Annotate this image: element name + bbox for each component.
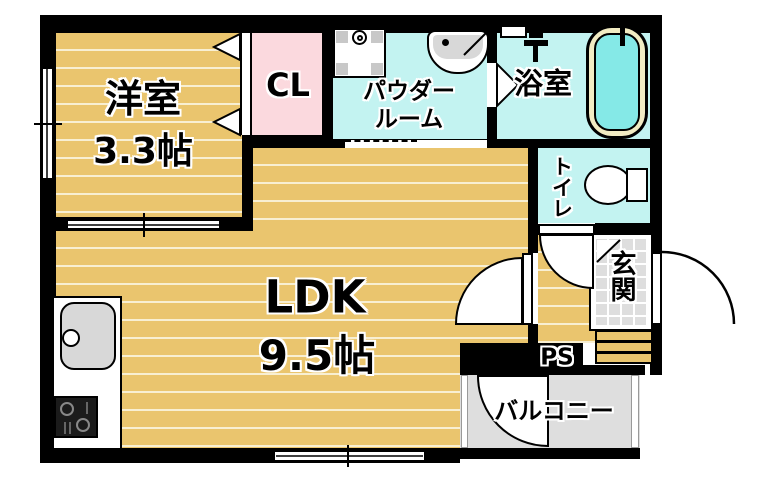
bath-door-gap [487, 63, 497, 107]
label-genkan: 玄関 [606, 250, 636, 302]
label-ps: PS [540, 344, 574, 371]
label-powder-line1: パウダー [363, 78, 455, 105]
opening-powder-dashed [345, 140, 417, 148]
bath-faucet-icon [612, 21, 636, 28]
window-left [41, 67, 54, 180]
wall-genkan-top [595, 223, 662, 235]
closet-door-track [240, 33, 252, 135]
pan-corner [336, 31, 348, 43]
grill-line [64, 422, 66, 434]
toilet-icon [584, 165, 632, 205]
ldk-door-leaf [522, 253, 533, 325]
bathtub-water [594, 33, 640, 131]
room-ldk-upper-floor [253, 148, 528, 231]
opening-powder [417, 140, 487, 148]
pan-corner [371, 63, 383, 75]
bath-window [500, 25, 527, 38]
burner-icon [76, 418, 90, 432]
grill-line [69, 422, 71, 434]
wall-toilet-left [528, 139, 538, 253]
toilet-tank [626, 168, 648, 202]
wall-right-lower [650, 324, 662, 375]
label-ldk: LDK [264, 270, 366, 324]
label-balcony: バルコニー [494, 397, 614, 425]
entrance-step-3 [595, 352, 653, 364]
wall-balcony-top [583, 365, 645, 375]
room-ldk-floor [56, 231, 528, 448]
gas-stove-icon [54, 396, 98, 438]
basin-bowl [433, 35, 483, 59]
room-yoshitsu-floor [56, 33, 242, 217]
wall-closet-right [322, 33, 333, 148]
label-powder-line2: ルーム [374, 106, 444, 133]
shower-bracket [529, 33, 543, 38]
washing-machine-pan-icon [333, 28, 386, 78]
wall-balcony-bottom [460, 448, 640, 459]
balcony-rail-left [461, 375, 468, 448]
pan-corner [336, 63, 348, 75]
window-bottom [273, 450, 426, 462]
basin-faucet-dot [442, 39, 449, 46]
label-yoshitsu-size: 3.3帖 [93, 131, 193, 172]
hallway-floor [538, 235, 595, 343]
entrance-door-swing [661, 250, 736, 325]
label-toilet: トイレ [549, 155, 574, 219]
ps-block [460, 343, 583, 375]
room-closet [252, 33, 322, 135]
wall-bath-bottom [497, 139, 662, 148]
grill-line [86, 402, 88, 414]
label-bath: 浴室 [513, 66, 573, 101]
wall-closet-bottom [242, 135, 333, 148]
balcony-rail-right [631, 375, 639, 448]
faucet-inner [357, 35, 363, 41]
wall-hall-lower [528, 324, 538, 345]
burner-icon [60, 402, 74, 416]
label-closet: CL [266, 66, 310, 104]
sink-faucet-icon [62, 329, 80, 347]
shower-stem [533, 46, 538, 62]
toilet-door-leaf [538, 224, 595, 235]
label-yoshitsu: 洋室 [104, 77, 182, 121]
pan-corner [371, 31, 383, 43]
wall-right-upper [650, 15, 662, 253]
shower-mixer-icon [524, 40, 548, 46]
label-ldk-size: 9.5帖 [258, 331, 376, 380]
bath-faucet-stem [620, 28, 625, 46]
wall-yoshitsu-right [242, 135, 253, 231]
sliding-door-yoshitsu [66, 219, 221, 230]
